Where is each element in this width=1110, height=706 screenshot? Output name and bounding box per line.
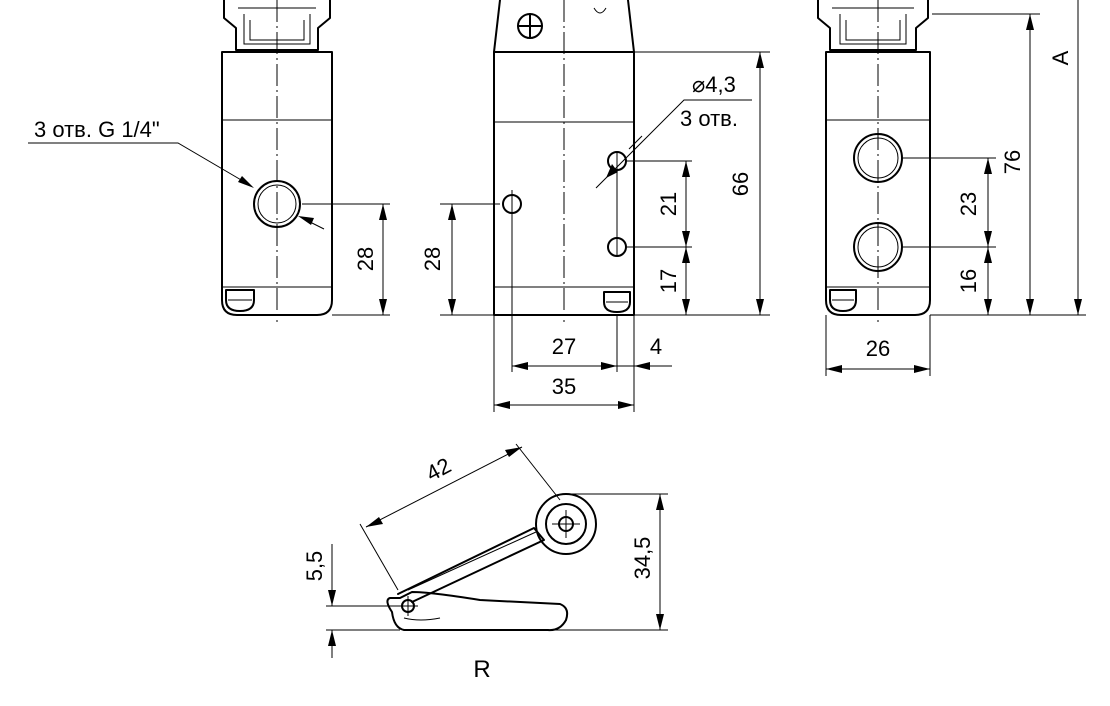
hole-spacing-lower-dim: 17 — [656, 269, 681, 293]
holes-diameter-label: ⌀4,3 — [692, 72, 736, 97]
width-dim: 35 — [552, 374, 576, 399]
body-height-dim: 66 — [728, 172, 753, 196]
port-height-dim: 16 — [956, 269, 981, 293]
left-side-view: 3 отв. G 1/4" 28 — [28, 0, 390, 322]
pivot-height-dim: 5,5 — [302, 551, 327, 582]
ports-note-label: 3 отв. G 1/4" — [34, 117, 160, 142]
lever-total-height-dim: 34,5 — [630, 537, 655, 580]
front-view: ⌀4,3 3 отв. 28 21 17 66 27 4 — [420, 0, 770, 412]
variant-label: R — [473, 656, 490, 683]
left-port-height-dim: 28 — [353, 247, 378, 271]
lever-length-dim: 42 — [422, 453, 455, 487]
right-side-view: 23 16 76 A 26 — [817, 0, 1086, 376]
hole-spacing-upper-dim: 21 — [656, 192, 681, 216]
roller-lever-detail: 42 5,5 34,5 R — [302, 443, 668, 683]
holes-count-label: 3 отв. — [680, 106, 738, 131]
mid-hole-height-dim: 28 — [420, 247, 445, 271]
param-a-label: A — [1048, 50, 1073, 65]
side-width-dim: 26 — [866, 336, 890, 361]
hole-pitch-dim: 27 — [552, 334, 576, 359]
total-height-dim: 76 — [1000, 150, 1025, 174]
port-spacing-dim: 23 — [956, 192, 981, 216]
edge-offset-dim: 4 — [650, 334, 662, 359]
